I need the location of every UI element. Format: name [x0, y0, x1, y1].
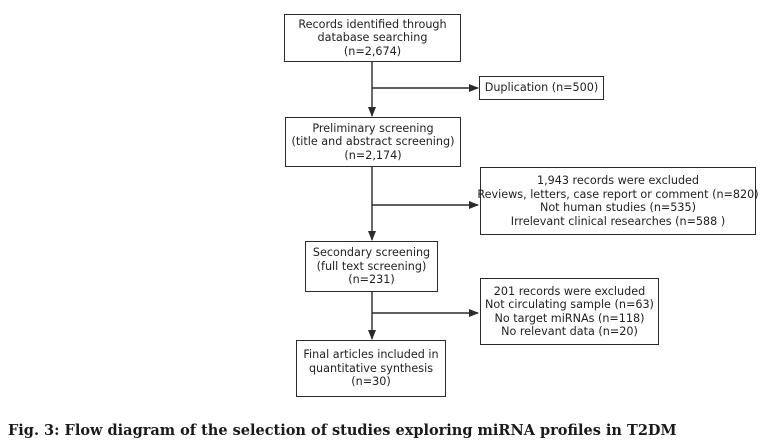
box-text-line: Duplication (n=500) — [484, 81, 599, 95]
box-text-line: (full text screening) — [316, 259, 427, 273]
box-preliminary-screening: Preliminary screening(title and abstract… — [285, 117, 461, 167]
box-text-line: Irrelevant clinical researches (n=588 ) — [510, 214, 726, 228]
box-text-line: No target miRNAs (n=118) — [494, 311, 645, 325]
box-text-line: Final articles included in — [303, 348, 439, 362]
box-secondary-screening: Secondary screening(full text screening)… — [305, 241, 438, 292]
box-text-line: (title and abstract screening) — [291, 135, 455, 149]
box-duplication: Duplication (n=500) — [479, 76, 604, 100]
figure-caption: Fig. 3: Flow diagram of the selection of… — [8, 422, 677, 439]
box-text-line: (n=30) — [351, 375, 391, 389]
box-text-line: 1,943 records were excluded — [536, 174, 700, 187]
box-text-line: No relevant data (n=20) — [501, 325, 638, 338]
box-text-line: (n=2,674) — [343, 44, 402, 58]
box-text-line: (n=231) — [348, 273, 395, 287]
box-text-line: database searching — [317, 31, 428, 45]
box-text-line: Records identified through — [298, 17, 447, 31]
box-text-line: Preliminary screening — [312, 121, 434, 135]
box-text-line: Reviews, letters, case report or comment… — [477, 187, 759, 201]
box-text-line: quantitative synthesis — [308, 361, 434, 375]
box-text-line: 201 records were excluded — [493, 284, 646, 298]
box-text-line: Not circulating sample (n=63) — [485, 298, 654, 311]
box-text-line: Secondary screening — [312, 246, 431, 260]
box-text-line: (n=2,174) — [344, 148, 402, 162]
box-text-line: Not human studies (n=535) — [539, 201, 697, 214]
